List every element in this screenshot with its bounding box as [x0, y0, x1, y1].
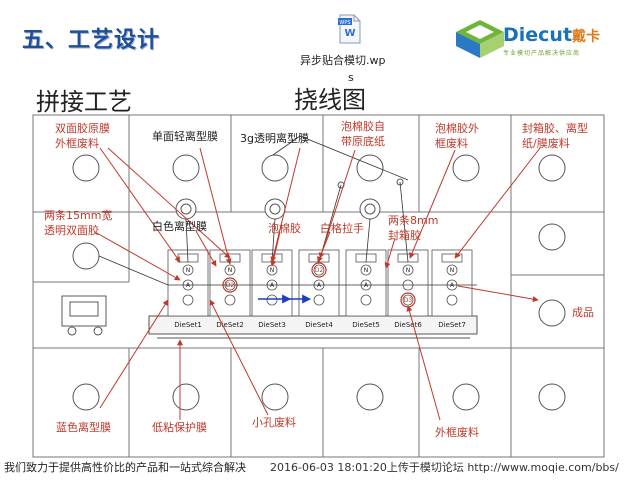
svg-text:W: W [344, 28, 355, 39]
document-icon[interactable]: WPS W [338, 14, 362, 44]
dieset-labels: DieSet1 DieSet2 DieSet3 DieSet4 DieSet5 … [174, 321, 466, 329]
attachment-filename-tail: s [348, 71, 354, 84]
pointer-arrows [94, 147, 541, 421]
roller-letter: A [186, 282, 191, 289]
roller-letter: N [450, 267, 455, 274]
label-single-light-release: 单面轻离型膜 [152, 130, 218, 143]
label-finished: 成品 [572, 306, 594, 319]
label-3g-transparent-release: 3g透明离型膜 [240, 132, 309, 145]
dieset-label: DieSet7 [438, 321, 466, 329]
label-white-pull-tab: 白格拉手 [320, 222, 364, 235]
roll [261, 383, 289, 411]
roller-letter: N [364, 267, 369, 274]
dieset-label: DieSet3 [258, 321, 286, 329]
label-outer-frame-waste: 外框废料 [435, 426, 479, 439]
label-foam-tape: 泡棉胶 [268, 222, 301, 235]
roller-letter: D2 [315, 267, 324, 274]
grid-frame [32, 114, 605, 458]
roller-letter: N [406, 267, 411, 274]
roll [172, 383, 200, 411]
roller-letters: N A N D2 N A D2 A N A N D3 N A [186, 267, 455, 304]
roll [72, 242, 100, 270]
svg-text:WPS: WPS [339, 20, 350, 26]
footer-tagline: 我们致力于提供高性价比的产品和一站式综合解决 [4, 461, 246, 474]
label-blue-release: 蓝色离型膜 [56, 421, 111, 434]
roll [452, 383, 480, 411]
roller-letter: N [228, 267, 233, 274]
dieset-label: DieSet2 [216, 321, 244, 329]
roll [261, 154, 289, 182]
roller-letter: A [364, 282, 369, 289]
dieset-label: DieSet6 [394, 321, 422, 329]
dieset-label: DieSet5 [352, 321, 380, 329]
section-title-threading: 挠线图 [294, 86, 366, 114]
roller-letter: D2 [226, 282, 235, 289]
dieset-label: DieSet4 [305, 321, 333, 329]
label-double-side-waste: 双面胶原膜外框废料 [55, 122, 110, 150]
roll [538, 223, 566, 251]
machine-icon [61, 295, 107, 336]
roller-letter: A [450, 282, 455, 289]
logo-tagline: 专业模切产品解决供应商 [503, 50, 581, 57]
logo-brand: Diecut戴卡 [503, 24, 601, 46]
diecut-logo-icon [456, 20, 504, 58]
label-low-adhesion-film: 低粘保护膜 [152, 421, 207, 434]
label-hole-waste: 小孔废料 [252, 416, 296, 429]
roll [452, 154, 480, 182]
slide-title: 五、工艺设计 [22, 28, 161, 53]
label-foam-outer-waste: 泡棉胶外框废料 [435, 122, 479, 150]
roller-letter: N [186, 267, 191, 274]
footer-upload-info[interactable]: 2016-06-03 18:01:20上传于模切论坛 http://www.mo… [270, 461, 619, 474]
roll [72, 383, 100, 411]
label-seal-box-release: 封箱胶、离型纸/膜废料 [522, 122, 588, 150]
label-white-release: 白色离型膜 [152, 220, 207, 233]
roller-letter: N [270, 267, 275, 274]
attachment-filename[interactable]: 异步贴合模切.wp [300, 54, 386, 67]
label-two-15mm-double: 两条15mm宽透明双面胶 [44, 209, 113, 237]
roll [172, 154, 200, 182]
roller-letter: D3 [404, 297, 413, 304]
roller-letter: A [317, 282, 322, 289]
roll [72, 154, 100, 182]
section-title-splice: 拼接工艺 [36, 88, 132, 116]
label-foam-backing-paper: 泡棉胶自带原底纸 [341, 120, 385, 148]
roll [356, 383, 384, 411]
roll [538, 383, 566, 411]
station-7 [431, 249, 473, 317]
roll [538, 154, 566, 182]
roll [538, 299, 566, 327]
dieset-label: DieSet1 [174, 321, 202, 329]
roller-letter: A [270, 282, 275, 289]
